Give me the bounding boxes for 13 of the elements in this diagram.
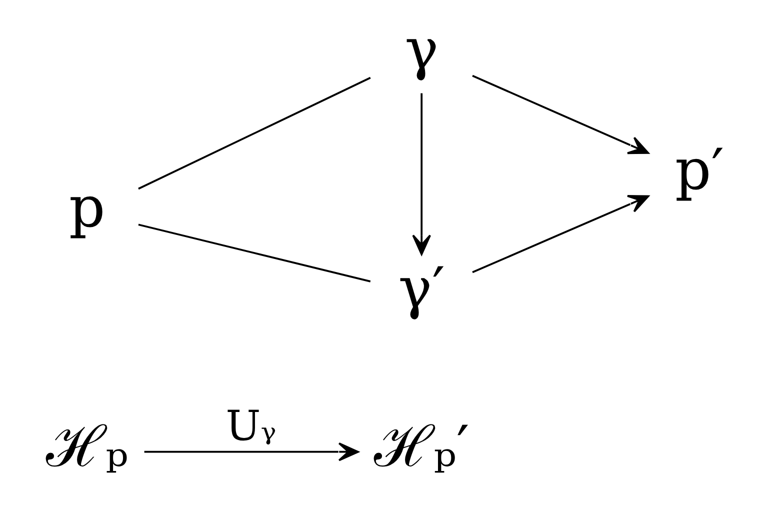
node-text: p — [68, 176, 105, 241]
arrow — [144, 442, 358, 462]
connector — [138, 76, 370, 190]
edge-label: Uᵧ — [225, 402, 276, 450]
node-text: ℋₚ′ — [373, 414, 469, 480]
arrow — [472, 74, 649, 154]
node-text: γ — [404, 17, 438, 82]
arrow — [472, 195, 649, 274]
node-text: p′ — [674, 138, 724, 203]
node-text: γ′ — [398, 256, 444, 322]
arrow — [412, 93, 431, 256]
node-text: ℋₚ — [45, 414, 128, 480]
connector — [138, 224, 370, 282]
